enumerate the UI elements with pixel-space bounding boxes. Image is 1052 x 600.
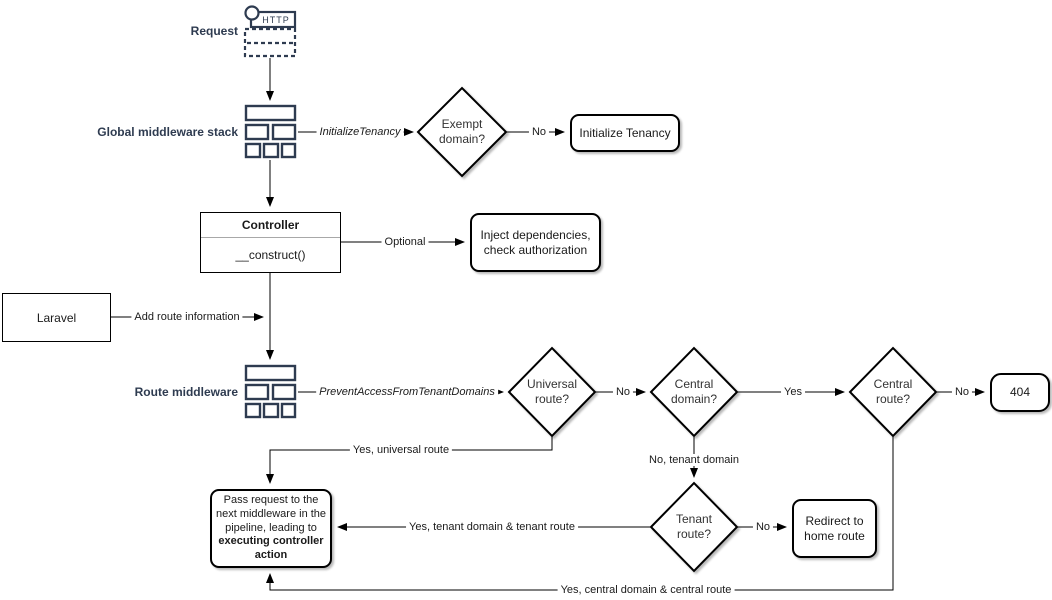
edge-label-optional: Optional <box>381 236 429 248</box>
pass-request-text-normal: Pass request to the next middleware in t… <box>215 493 327 534</box>
edge-label-yes-tenant-route: Yes, tenant domain & tenant route <box>406 521 578 533</box>
initialize-tenancy-node: Initialize Tenancy <box>570 114 680 152</box>
edge-label-initialize-tenancy: InitializeTenancy <box>316 126 404 138</box>
edge-label-central-domain-yes: Yes <box>781 386 805 398</box>
pass-request-text: Pass request to the next middleware in t… <box>212 492 330 566</box>
controller-construct: __construct() <box>235 248 306 262</box>
pass-request-node: Pass request to the next middleware in t… <box>210 489 332 568</box>
exempt-domain-diamond <box>416 86 508 178</box>
central-route-diamond <box>848 346 938 438</box>
pass-request-text-bold: executing controller action <box>218 535 324 562</box>
edge-label-exempt-no: No <box>528 126 550 138</box>
central-domain-diamond <box>649 346 739 438</box>
http-icon-label: HTTP <box>262 15 290 25</box>
edge-label-add-route-information: Add route information <box>131 311 243 323</box>
edge-label-no-tenant-domain: No, tenant domain <box>646 454 742 466</box>
route-middleware-caption: Route middleware <box>134 385 238 399</box>
global-middleware-stack-caption: Global middleware stack <box>97 125 238 139</box>
edge-label-central-route-no: No <box>951 386 973 398</box>
global-middleware-stack-icon <box>244 104 297 159</box>
edge-label-yes-central-route: Yes, central domain & central route <box>557 584 735 596</box>
controller-title: Controller <box>201 213 340 238</box>
route-middleware-icon <box>244 364 297 419</box>
http-request-icon: HTTP <box>243 5 297 58</box>
controller-node: Controller __construct() <box>200 212 341 273</box>
http-icon-circle <box>244 5 260 21</box>
decision-diamonds <box>416 86 938 573</box>
universal-route-diamond <box>507 346 597 438</box>
edge-label-tenant-no: No <box>752 521 774 533</box>
laravel-node: Laravel <box>2 293 111 342</box>
inject-dependencies-node: Inject dependencies, check authorization <box>470 213 601 272</box>
404-node: 404 <box>990 373 1050 412</box>
redirect-home-node: Redirect to home route <box>792 499 877 558</box>
tenant-route-diamond <box>649 481 739 573</box>
edge-label-universal-no: No <box>612 386 634 398</box>
edge-label-yes-universal-route: Yes, universal route <box>349 444 453 456</box>
request-caption: Request <box>190 24 238 38</box>
edge-label-prevent-access: PreventAccessFromTenantDomains <box>316 386 498 398</box>
